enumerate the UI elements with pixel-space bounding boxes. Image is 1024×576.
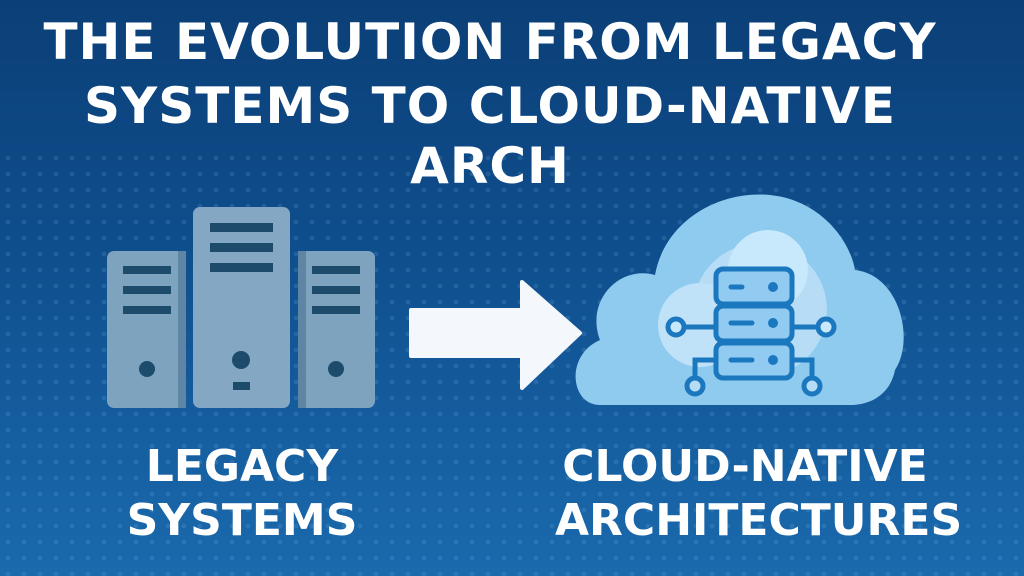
title-line-2: SYSTEMS TO CLOUD-NATIVE ARCH [84, 77, 896, 195]
legacy-label-line-1: LEGACY [145, 441, 339, 492]
legacy-label-line-2: SYSTEMS [126, 495, 358, 546]
legacy-systems-label: LEGACY SYSTEMS [92, 440, 392, 548]
cloud-label-line-1: CLOUD-NATIVE [562, 441, 928, 492]
legacy-servers-icon [107, 207, 375, 408]
title-line-1: THE EVOLUTION FROM LEGACY [43, 13, 937, 71]
cloud-native-label: CLOUD-NATIVE ARCHITECTURES [555, 440, 963, 548]
cloud-server-icon [575, 194, 904, 405]
cloud-label-line-2: ARCHITECTURES [555, 495, 963, 546]
arrow-right-icon [409, 280, 582, 390]
